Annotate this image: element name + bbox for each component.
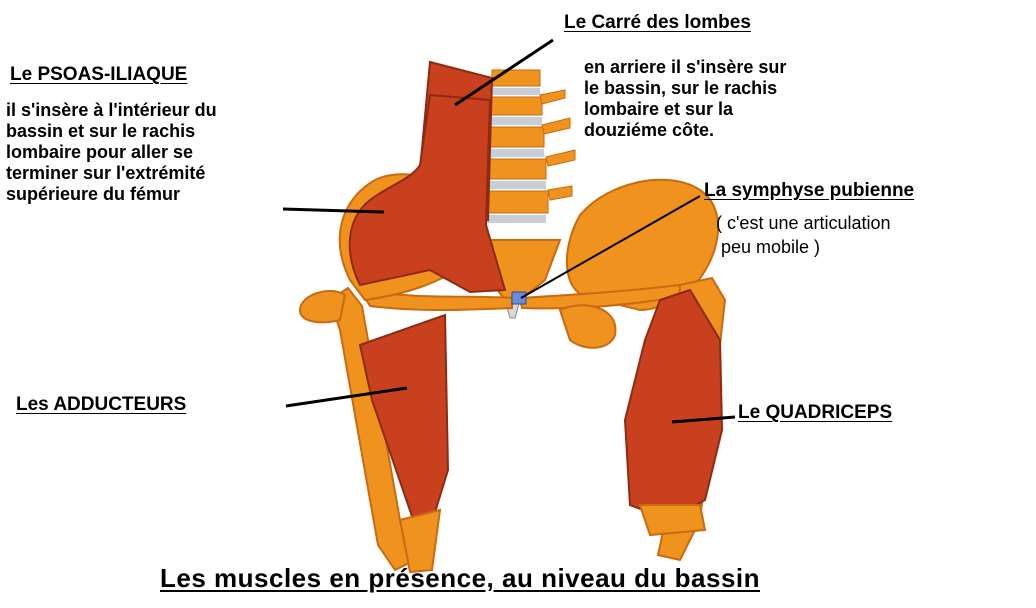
psoas-desc-line: lombaire pour aller se bbox=[6, 142, 217, 163]
carre-desc-line: lombaire et sur la bbox=[584, 99, 786, 120]
symphyse-desc-line: peu mobile ) bbox=[716, 235, 891, 259]
psoas-iliaque-title: Le PSOAS-ILIAQUE bbox=[10, 64, 187, 86]
quadriceps-title: Le QUADRICEPS bbox=[738, 402, 892, 424]
psoas-desc-line: supérieure du fémur bbox=[6, 184, 217, 205]
psoas-desc-line: il s'insère à l'intérieur du bbox=[6, 100, 217, 121]
obturator-right bbox=[560, 305, 615, 347]
lumbar-spine bbox=[484, 70, 575, 223]
psoas-desc-line: bassin et sur le rachis bbox=[6, 121, 217, 142]
diagram-caption: Les muscles en présence, au niveau du ba… bbox=[160, 563, 760, 594]
psoas-desc-line: terminer sur l'extrémité bbox=[6, 163, 217, 184]
carre-desc-line: en arriere il s'insère sur bbox=[584, 57, 786, 78]
symphyse-pubienne-title: La symphyse pubienne bbox=[704, 180, 914, 202]
adducteurs-title: Les ADDUCTEURS bbox=[16, 394, 186, 416]
carre-des-lombes-title: Le Carré des lombes bbox=[564, 12, 751, 34]
psoas-iliaque-description: il s'insère à l'intérieur du bassin et s… bbox=[6, 100, 217, 205]
symphyse-pubienne-description: ( c'est une articulation peu mobile ) bbox=[716, 211, 891, 259]
carre-desc-line: douziéme côte. bbox=[584, 120, 786, 141]
carre-desc-line: le bassin, sur le rachis bbox=[584, 78, 786, 99]
right-knee bbox=[640, 505, 705, 535]
carre-des-lombes-description: en arriere il s'insère sur le bassin, su… bbox=[584, 57, 786, 141]
quadriceps-muscle bbox=[625, 290, 722, 520]
symphyse-pubienne bbox=[512, 292, 526, 304]
symphyse-desc-line: ( c'est une articulation bbox=[716, 211, 891, 235]
left-femur-head bbox=[300, 291, 345, 322]
